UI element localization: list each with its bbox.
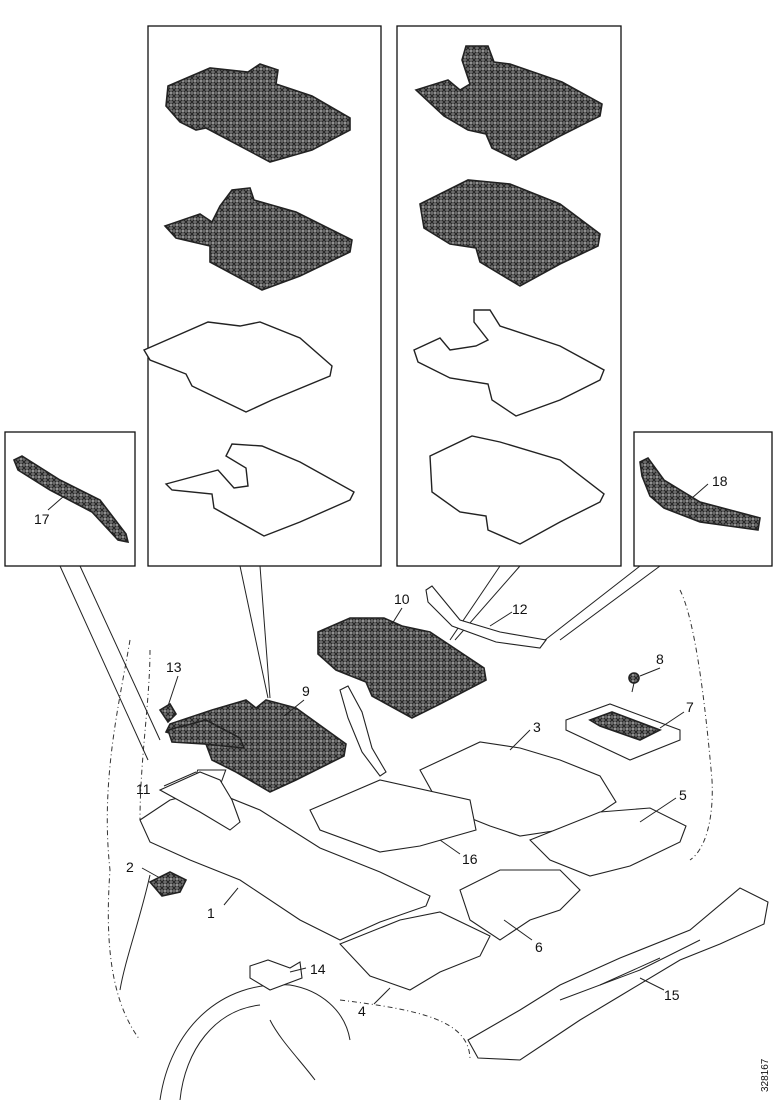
callout-1: 1	[207, 905, 215, 921]
bracket-part-14	[249, 959, 303, 991]
callout-5: 5	[679, 787, 687, 803]
callout-3: 3	[533, 719, 541, 735]
inset-box-part-18	[633, 431, 773, 567]
trim-under-mat-9	[166, 719, 246, 749]
callout-15: 15	[664, 987, 680, 1003]
inset-box-part-17	[4, 431, 136, 567]
callout-14: 14	[310, 961, 326, 977]
callout-2: 2	[126, 859, 134, 875]
callout-4: 4	[358, 1003, 366, 1019]
callout-6: 6	[535, 939, 543, 955]
callout-10: 10	[394, 591, 410, 607]
callout-11: 11	[136, 781, 151, 797]
floor-panel-part-16	[309, 779, 477, 853]
panel-part-7-insert	[588, 711, 662, 741]
callout-leaders	[47, 483, 709, 1005]
tunnel-part-11	[158, 771, 241, 831]
mat-carpet-left-1	[142, 321, 333, 413]
floor-carpet-part-6	[459, 869, 581, 941]
callout-17: 17	[34, 511, 50, 527]
vehicle-body-outline	[106, 589, 713, 1100]
sill-trim-left	[12, 455, 130, 544]
trim-part-12	[425, 585, 547, 649]
mat-carpet-left-2	[164, 443, 355, 537]
callout-16: 16	[462, 851, 478, 867]
trim-under-mat-10	[339, 685, 387, 777]
mat-rubber-right-2	[419, 179, 601, 287]
figure-id: 328167	[760, 1058, 771, 1092]
callout-18: 18	[712, 473, 728, 489]
mat-part-10	[317, 617, 487, 719]
clip-part-13	[158, 702, 178, 724]
mat-rubber-left-2	[163, 187, 353, 291]
callout-labels: 1 2 3 4 5 6 7 8 9 10 11 12 13 14 15 16 1…	[34, 473, 728, 1019]
callout-8: 8	[656, 651, 664, 667]
mat-rubber-left-1	[165, 63, 351, 163]
screw-part-8	[628, 672, 640, 684]
floor-carpet-part-5	[529, 807, 687, 877]
callout-12: 12	[512, 601, 528, 617]
callout-13: 13	[166, 659, 182, 675]
inset-box-right-mats	[396, 25, 622, 567]
floor-carpet-part-4	[339, 911, 491, 991]
inset-box-left-mats	[142, 25, 382, 567]
floor-panel-part-15	[467, 887, 769, 1061]
mat-carpet-right-2	[429, 435, 605, 545]
main-floor-assembly	[139, 585, 769, 1061]
mat-rubber-right-1	[414, 45, 603, 161]
sill-trim-right	[639, 456, 761, 531]
mat-carpet-right-1	[413, 309, 605, 417]
callout-9: 9	[302, 683, 310, 699]
callout-7: 7	[686, 699, 694, 715]
